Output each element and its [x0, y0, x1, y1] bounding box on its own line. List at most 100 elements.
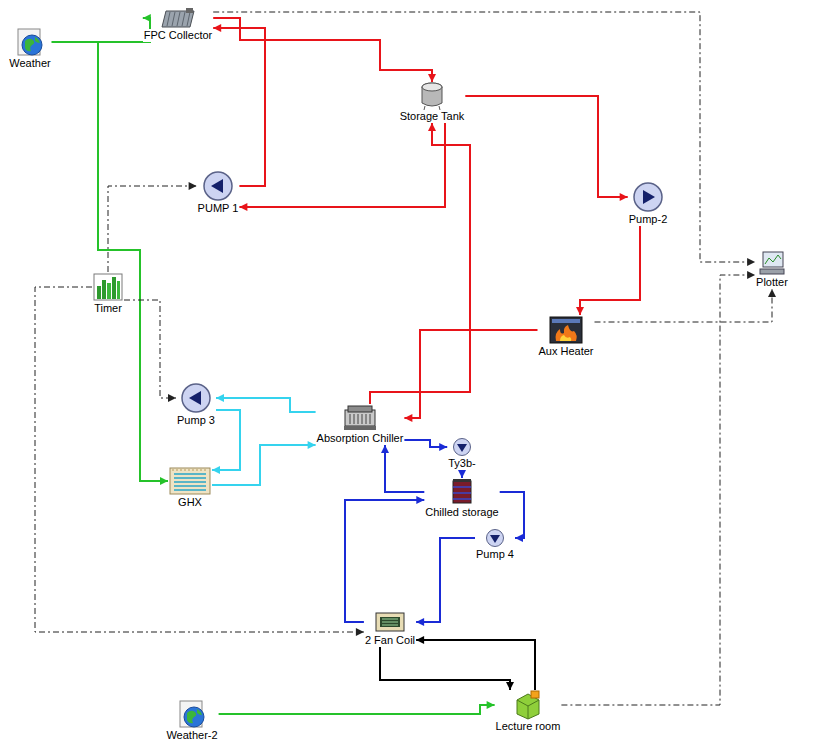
icon-shape — [22, 35, 42, 55]
icon-shape — [172, 470, 208, 471]
pipe-line — [385, 445, 424, 492]
signal-line — [124, 300, 176, 398]
signal-line — [595, 289, 773, 322]
icon-shape — [170, 468, 210, 494]
pipe-line — [465, 96, 627, 197]
pipe-line — [416, 640, 535, 690]
fan-coil-component: 2 Fan Coil — [364, 610, 416, 647]
component-label: GHX — [177, 496, 203, 509]
pipe-line — [239, 123, 445, 207]
pump-component: Pump 3 — [176, 382, 216, 427]
icon-shape — [344, 426, 376, 430]
icon-shape — [211, 179, 223, 193]
component-icon — [342, 404, 378, 432]
pipe-line — [212, 410, 240, 470]
component-icon — [160, 7, 196, 29]
icon-shape — [197, 709, 202, 715]
signal-line — [35, 287, 364, 632]
icon-shape — [531, 691, 539, 698]
pipe-line — [404, 440, 447, 447]
component-label: Chilled storage — [424, 506, 499, 519]
tank-component: Storage Tank — [399, 82, 466, 123]
building-component: Lecture room — [495, 690, 562, 733]
pipe-line — [580, 226, 640, 315]
icon-shape — [760, 269, 784, 274]
component-icon — [632, 181, 664, 213]
pump-component: Pump-2 — [628, 181, 669, 226]
pump-component: PUMP 1 — [197, 170, 240, 215]
icon-shape — [112, 277, 116, 299]
icon-shape — [94, 274, 122, 300]
pipe-line — [380, 647, 510, 690]
component-icon — [92, 272, 124, 302]
signal-line — [561, 275, 755, 705]
component-icon — [177, 699, 207, 729]
ground-heat-exchanger: GHX — [168, 466, 212, 509]
icon-shape — [189, 391, 201, 405]
component-label: Ty3b- — [447, 457, 477, 470]
pipe-line — [345, 500, 424, 622]
component-icon — [15, 27, 45, 57]
timer-component: Timer — [92, 272, 124, 315]
icon-shape — [517, 700, 539, 719]
pipe-line — [219, 705, 495, 714]
icon-shape — [382, 619, 398, 625]
pump-component: Pump 4 — [475, 528, 515, 561]
icon-shape — [348, 406, 372, 412]
component-label: Plotter — [755, 276, 789, 289]
signal-line — [213, 12, 755, 262]
storage-component: Chilled storage — [424, 478, 499, 519]
icon-shape — [167, 12, 190, 26]
icon-shape — [376, 613, 404, 631]
icon-shape — [422, 83, 442, 91]
component-icon — [168, 466, 212, 496]
component-label: Storage Tank — [399, 110, 466, 123]
icon-shape — [174, 474, 206, 490]
icon-shape — [380, 617, 400, 627]
pipe-line — [52, 42, 168, 481]
weather-component: Weather-2 — [165, 699, 218, 742]
icon-shape — [457, 444, 467, 452]
component-label: Lecture room — [495, 720, 562, 733]
pipe-line — [500, 492, 524, 538]
icon-shape — [486, 530, 503, 547]
component-label: Pump-2 — [628, 213, 669, 226]
icon-shape — [643, 190, 655, 204]
icon-shape — [182, 384, 210, 412]
component-icon — [202, 170, 234, 202]
component-label: Pump 4 — [475, 548, 515, 561]
component-icon — [452, 437, 472, 457]
component-label: PUMP 1 — [197, 202, 240, 215]
component-label: Pump 3 — [176, 414, 216, 427]
component-icon — [485, 528, 505, 548]
icon-shape — [184, 707, 204, 727]
component-icon — [450, 478, 474, 506]
icon-shape — [453, 487, 471, 499]
component-icon — [757, 250, 787, 276]
component-label: 2 Fan Coil — [364, 634, 416, 647]
icon-shape — [102, 280, 106, 299]
component-icon — [513, 690, 543, 720]
component-label: Timer — [93, 302, 123, 315]
icon-shape — [35, 37, 40, 43]
component-label: Weather — [8, 57, 51, 70]
icon-shape — [634, 183, 662, 211]
collector-component: FPC Collector — [143, 7, 213, 42]
component-label: FPC Collector — [143, 29, 213, 42]
pipe-line — [52, 18, 150, 42]
icon-shape — [187, 711, 196, 723]
component-icon — [374, 610, 406, 634]
signal-line — [108, 186, 197, 272]
pipe-line — [370, 123, 470, 404]
pump-component: Ty3b- — [447, 437, 477, 470]
icon-shape — [763, 252, 783, 267]
icon-shape — [186, 8, 193, 13]
icon-shape — [422, 83, 442, 91]
plotter-component: Plotter — [755, 250, 789, 289]
icon-shape — [453, 479, 471, 482]
pipe-line — [416, 538, 475, 622]
icon-shape — [97, 286, 101, 299]
icon-shape — [556, 325, 577, 341]
component-icon — [180, 382, 212, 414]
icon-shape — [490, 535, 500, 543]
